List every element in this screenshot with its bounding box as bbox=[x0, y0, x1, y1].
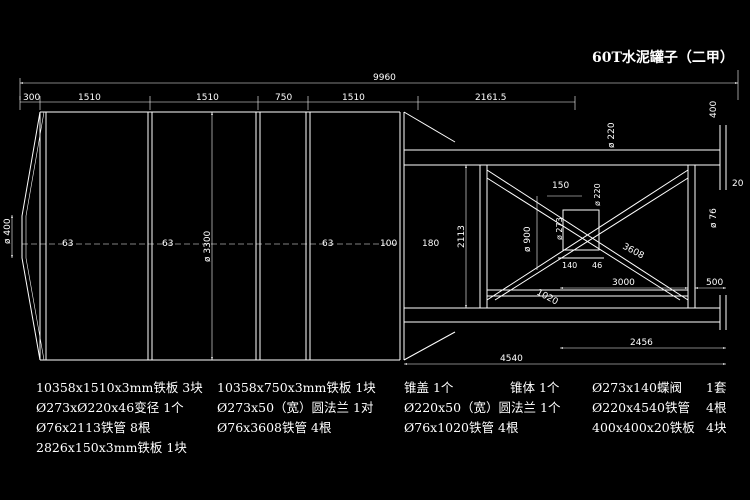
dim-400: 400 bbox=[709, 101, 719, 118]
bom-item: Ø220x50（宽）圆法兰 1个 bbox=[404, 400, 561, 415]
bom-item: 2826x150x3mm铁板 1块 bbox=[36, 440, 187, 455]
dim-150: 150 bbox=[552, 181, 569, 191]
segment-dimensions: 300 1510 1510 750 1510 2161.5 bbox=[19, 93, 576, 110]
dim-63-a: 63 bbox=[62, 239, 73, 249]
dim-180: 180 bbox=[422, 239, 439, 249]
bom-item: Ø273x140蝶阀 bbox=[592, 380, 682, 395]
dim-46: 46 bbox=[592, 261, 602, 270]
bill-of-materials: 10358x1510x3mm铁板 3块 10358x750x3mm铁板 1块 锥… bbox=[36, 380, 727, 455]
dim-tank-diameter: ø 3300 bbox=[203, 230, 213, 262]
dim-300: 300 bbox=[23, 93, 40, 103]
dim-63-c: 63 bbox=[322, 239, 333, 249]
dim-273: ø 273 bbox=[555, 217, 564, 240]
dim-100: 100 bbox=[380, 239, 397, 249]
bom-item: 锥盖 1个 bbox=[404, 380, 454, 395]
dim-20: 20 bbox=[732, 179, 744, 189]
bom-item: Ø220x4540铁管 bbox=[592, 400, 690, 415]
dim-1510-a: 1510 bbox=[78, 93, 101, 103]
bom-item: Ø273xØ220x46变径 1个 bbox=[36, 400, 184, 415]
dim-1020: 1020 bbox=[535, 288, 560, 308]
dim-2456: 2456 bbox=[630, 338, 653, 348]
bom-item: Ø76x2113铁管 8根 bbox=[36, 420, 151, 435]
bom-item: 锥体 1个 bbox=[510, 380, 560, 395]
bom-item: 400x400x20铁板 bbox=[592, 420, 695, 435]
dim-2161: 2161.5 bbox=[475, 93, 507, 103]
dim-220-small: ø 220 bbox=[593, 183, 602, 206]
bom-item: 4块 bbox=[706, 420, 727, 435]
dim-1510-b: 1510 bbox=[196, 93, 219, 103]
dim-76: ø 76 bbox=[709, 208, 719, 228]
support-frame: 2113 ø 900 150 ø 220 ø 273 140 46 3608 1… bbox=[404, 101, 744, 365]
dim-500: 500 bbox=[706, 278, 723, 288]
overall-dimension: 9960 bbox=[19, 70, 739, 100]
dim-cone-diameter: ø 400 bbox=[3, 218, 13, 244]
tank-body: ø 3300 ø 400 63 63 63 100 180 bbox=[3, 111, 456, 361]
dim-3000: 3000 bbox=[612, 278, 635, 288]
bom-item: Ø76x1020铁管 4根 bbox=[404, 420, 519, 435]
dim-4540: 4540 bbox=[500, 354, 523, 364]
dim-140: 140 bbox=[562, 261, 577, 270]
bom-item: Ø76x3608铁管 4根 bbox=[217, 420, 332, 435]
bom-item: 1套 bbox=[706, 380, 727, 395]
bom-item: 10358x750x3mm铁板 1块 bbox=[217, 380, 376, 395]
bom-item: Ø273x50（宽）圆法兰 1对 bbox=[217, 400, 374, 415]
dim-total-length: 9960 bbox=[373, 73, 396, 83]
dim-750: 750 bbox=[275, 93, 292, 103]
dim-900: ø 900 bbox=[523, 226, 533, 252]
bom-item: 10358x1510x3mm铁板 3块 bbox=[36, 380, 203, 395]
drawing-title: 60T水泥罐子（二甲） bbox=[592, 49, 734, 66]
bom-item: 4根 bbox=[706, 400, 727, 415]
dim-2113: 2113 bbox=[457, 225, 467, 248]
dim-1510-c: 1510 bbox=[342, 93, 365, 103]
dim-pipe-220: ø 220 bbox=[607, 122, 617, 148]
dim-63-b: 63 bbox=[162, 239, 173, 249]
